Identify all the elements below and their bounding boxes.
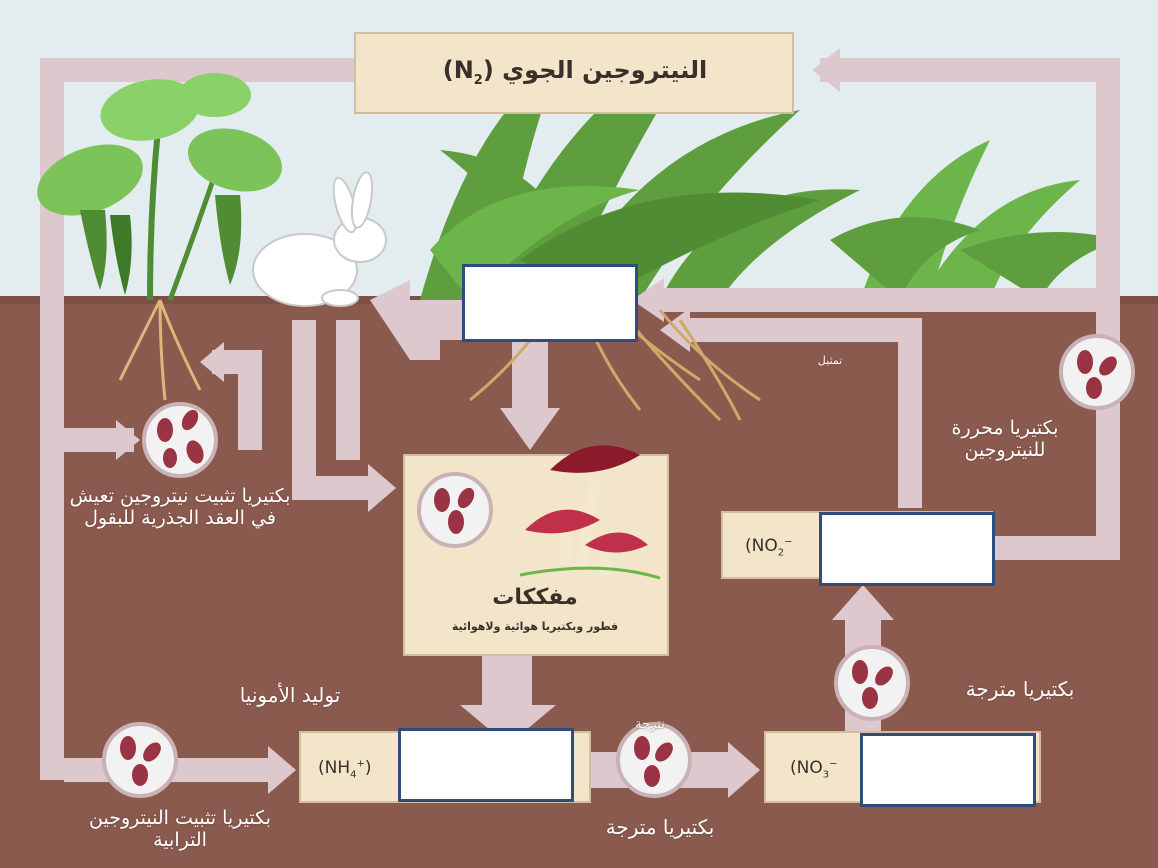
nitrification-top-label: نترجة [635, 717, 665, 732]
ammonium-label: (NH4+) [318, 758, 372, 781]
nitrite-label: (NO2− [745, 536, 793, 559]
decomposers-label: مفككات [492, 585, 578, 610]
rabbit-icon [252, 171, 387, 307]
title-text: النيتروجين الجوي (N2) [442, 56, 708, 88]
mushroom-icon [519, 445, 661, 580]
blank-box-ammonium[interactable] [398, 728, 574, 802]
soil-fixing-bacteria-label: بكتيريا تثبيت النيتروجين الترابية [89, 807, 271, 851]
blank-box-nitrate[interactable] [860, 733, 1036, 807]
roots [469, 298, 761, 422]
decomposers-sub-label: فطور وبكتيريا هوائية ولاهوائية [451, 620, 619, 633]
bacteria-icon [834, 645, 910, 721]
bacteria-icon [417, 472, 493, 548]
title-panel [354, 32, 794, 114]
ammonification-label: توليد الأمونيا [239, 683, 341, 707]
root-nodule-bacteria-label: بكتيريا تثبيت نيتروجين تعيش في العقد الج… [69, 485, 291, 529]
bacteria-icon [1059, 334, 1135, 410]
nitrifying-bacteria-right-label: بكتيريا مترجة [965, 677, 1075, 701]
bacteria-icon [142, 402, 218, 478]
bean-plant-icon [37, 73, 283, 401]
grass-plant-icon [830, 140, 1120, 300]
nitrifying-bacteria-bottom-label: بكتيريا مترجة [605, 815, 715, 839]
bacteria-icon [102, 722, 178, 798]
bacteria-icon [616, 722, 692, 798]
nitrate-label: (NO3− [790, 758, 838, 781]
blank-box-nitrite[interactable] [819, 512, 995, 586]
blank-box-assimilation[interactable] [462, 264, 638, 342]
denitrifying-bacteria-label: بكتيريا محررة للنيتروجين [951, 417, 1059, 461]
assimilation-label: تمثيل [817, 354, 843, 367]
